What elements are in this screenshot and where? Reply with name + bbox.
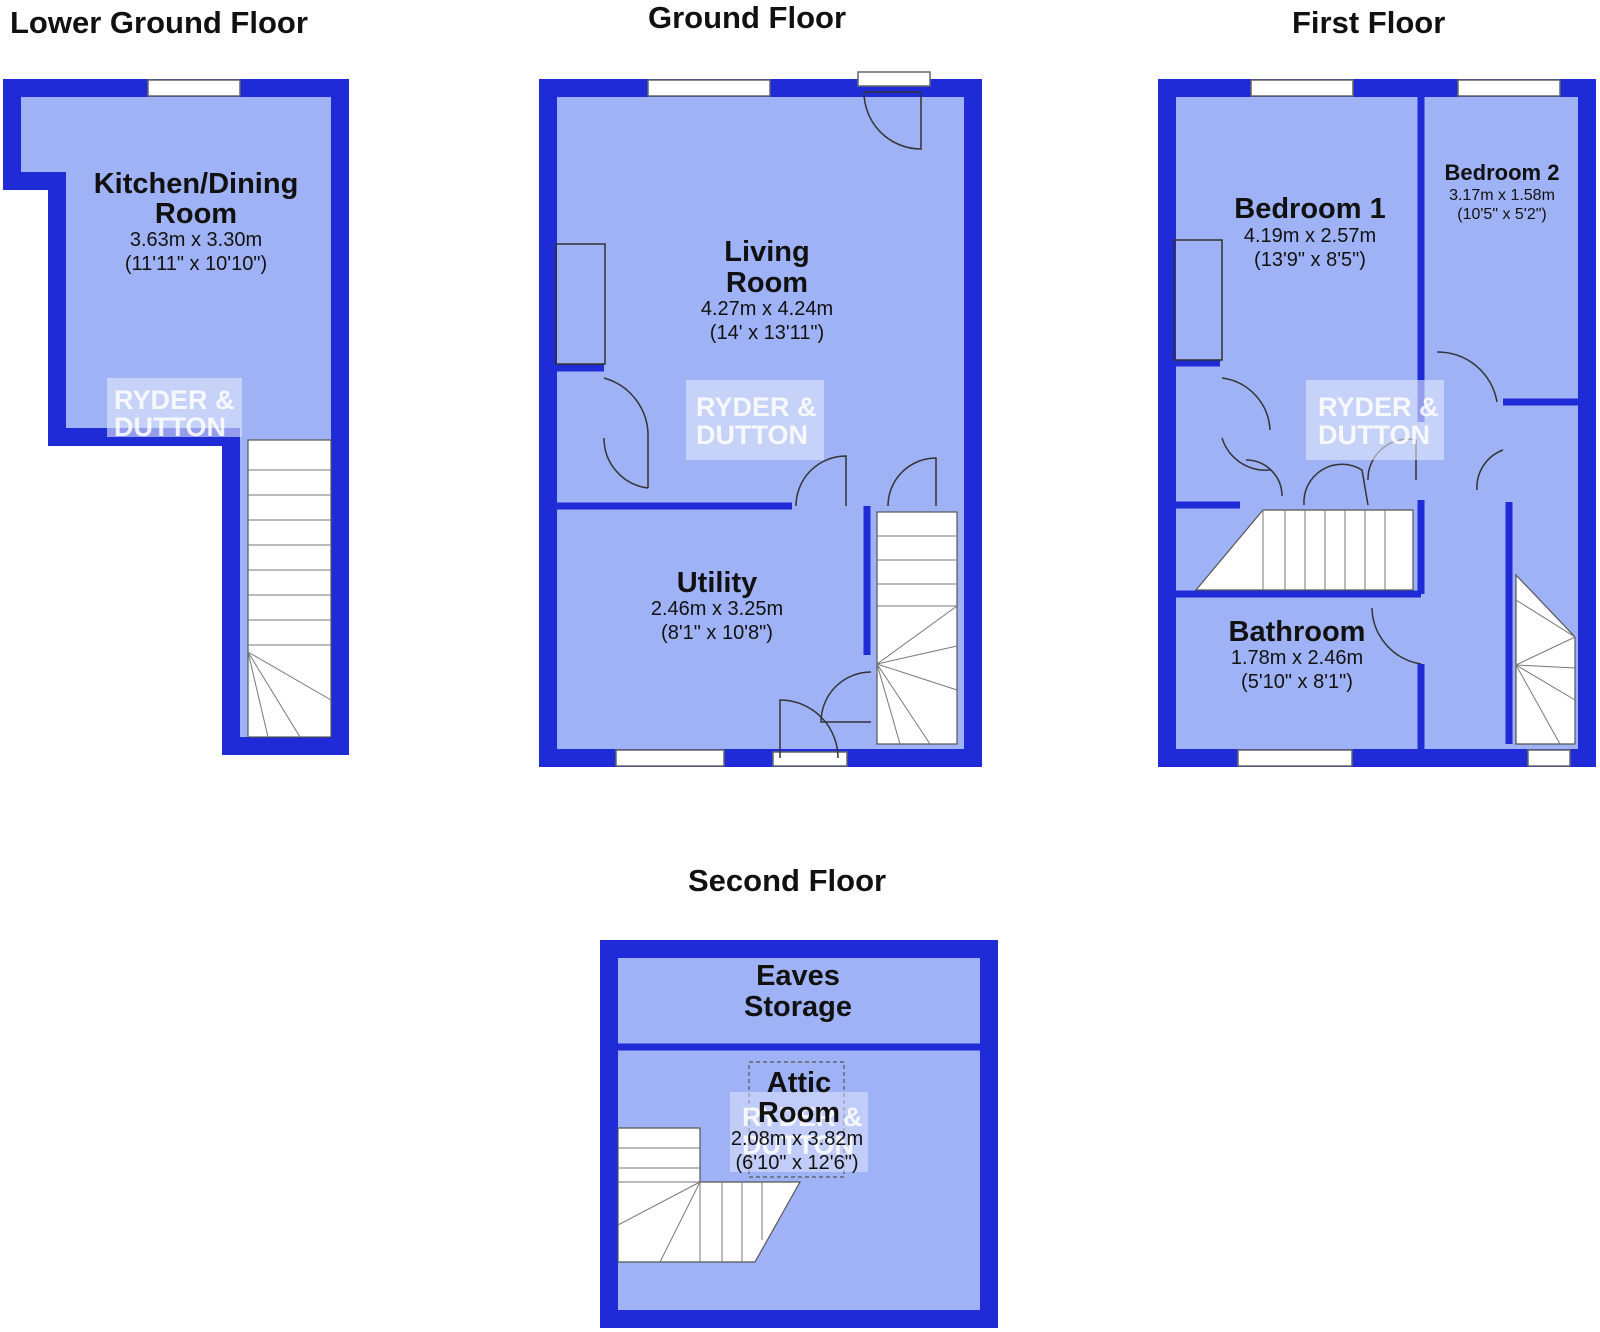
ground-floor: Ground Floor (539, 0, 982, 767)
room-name-attic-line1: Attic (767, 1067, 831, 1099)
watermark-line2: DUTTON (742, 1130, 854, 1160)
room-name-eaves-line2: Storage (744, 991, 852, 1023)
room-name-kitchen-line1: Kitchen/Dining (94, 168, 299, 200)
watermark-line2: DUTTON (696, 420, 808, 450)
door-swing (863, 91, 922, 150)
door-swing (1476, 449, 1504, 491)
window (1250, 79, 1354, 97)
front-door-step (857, 71, 931, 87)
room-name-bedroom1: Bedroom 1 (1234, 193, 1385, 225)
staircase (1194, 509, 1576, 745)
window (147, 79, 241, 97)
second-floor-walls (600, 940, 998, 1328)
floor-title-second: Second Floor (688, 863, 886, 898)
cupboard-doors (1221, 377, 1283, 497)
watermark-line2: DUTTON (1318, 420, 1430, 450)
room-name-attic-line2: Room (758, 1097, 840, 1129)
second-floor: Second Floor RYDER & DUTTON Eaves Storag… (600, 863, 998, 1328)
window (1457, 79, 1561, 97)
watermark-line1: RYDER & (114, 385, 235, 415)
window (1527, 749, 1571, 767)
room-dim-bedroom1-metric: 4.19m x 2.57m (1244, 225, 1376, 247)
room-dim-attic-imperial: (6'10" x 12'6") (735, 1152, 858, 1174)
door-swing (887, 457, 937, 507)
room-dim-bedroom2-metric: 3.17m x 1.58m (1449, 187, 1555, 204)
watermark-box (1306, 380, 1444, 460)
room-name-living-line1: Living (724, 236, 809, 268)
room-dim-living-metric: 4.27m x 4.24m (701, 298, 833, 320)
room-name-eaves-line1: Eaves (756, 960, 840, 992)
window (1237, 749, 1353, 767)
watermark-line1: RYDER & (742, 1102, 863, 1132)
first-floor: First Floor (1158, 5, 1596, 767)
room-name-kitchen-line2: Room (155, 198, 237, 230)
room-name-bedroom2: Bedroom 2 (1445, 160, 1560, 185)
watermark-box (730, 1092, 868, 1172)
watermark-line1: RYDER & (696, 392, 817, 422)
floor-title-ground: Ground Floor (648, 0, 846, 35)
room-name-bathroom: Bathroom (1229, 616, 1366, 648)
first-floor-walls (1158, 79, 1596, 767)
door-swing (779, 699, 839, 759)
room-dim-living-imperial: (14' x 13'11") (710, 322, 824, 344)
door-swing (1436, 351, 1498, 403)
room-dim-utility-metric: 2.46m x 3.25m (651, 598, 783, 620)
door-swing (795, 455, 847, 507)
staircase (247, 439, 332, 738)
chimney-breast (1173, 239, 1223, 361)
back-door-step (772, 751, 848, 767)
staircase (617, 1127, 802, 1263)
door-swing (1371, 607, 1422, 665)
watermark-box (686, 380, 824, 460)
room-dim-kitchen-metric: 3.63m x 3.30m (130, 229, 262, 251)
floor-title-lower-ground: Lower Ground Floor (10, 5, 308, 40)
room-name-living-line2: Room (726, 267, 808, 299)
door-swing (820, 671, 872, 723)
watermark-box (107, 378, 242, 437)
chimney-breast (555, 243, 606, 365)
room-name-utility: Utility (677, 567, 758, 599)
watermark-line1: RYDER & (1318, 392, 1439, 422)
floor-title-first: First Floor (1292, 5, 1445, 40)
room-dim-utility-imperial: (8'1" x 10'8") (661, 622, 773, 644)
room-dim-bedroom1-imperial: (13'9" x 8'5") (1254, 249, 1366, 271)
room-dim-attic-metric: 2.08m x 3.82m (731, 1128, 863, 1150)
room-dim-kitchen-imperial: (11'11" x 10'10") (125, 253, 267, 275)
window (647, 79, 771, 97)
room-dim-bathroom-metric: 1.78m x 2.46m (1231, 647, 1363, 669)
cupboard-doors (603, 377, 649, 489)
lower-ground-floor: Lower Ground Floor RYDER & DUTTON Kitche… (3, 5, 349, 755)
staircase (876, 511, 958, 745)
door-swing (1303, 463, 1369, 506)
watermark-line2: DUTTON (114, 412, 226, 442)
room-dim-bedroom2-imperial: (10'5" x 5'2") (1457, 206, 1547, 223)
room-dim-bathroom-imperial: (5'10" x 8'1") (1241, 671, 1353, 693)
window (615, 749, 725, 767)
